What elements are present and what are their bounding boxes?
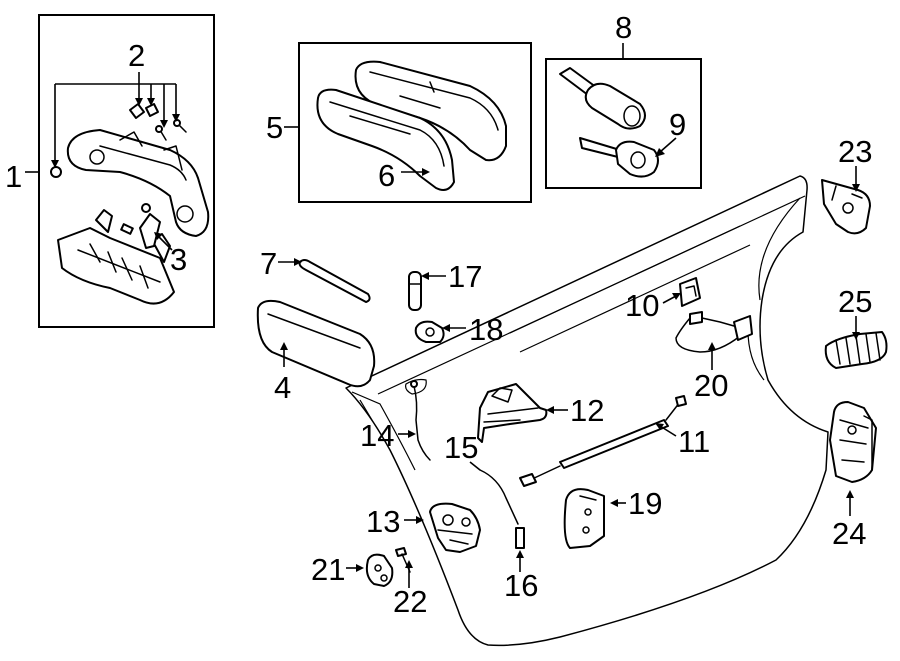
callout-7: 7: [260, 246, 277, 281]
callout-19: 19: [628, 486, 662, 521]
bolt: [395, 547, 411, 573]
callout-6: 6: [378, 158, 395, 193]
actuator: [477, 383, 548, 443]
callout-22: 22: [393, 584, 427, 619]
callout-13: 13: [366, 504, 400, 539]
callout-3: 3: [170, 242, 187, 277]
screws: [50, 103, 187, 178]
cable: [519, 395, 687, 487]
callout-18: 18: [469, 312, 503, 347]
switch: [679, 277, 701, 307]
handle-trim: [316, 60, 507, 191]
callout-9: 9: [669, 107, 686, 142]
callout-4: 4: [274, 370, 291, 405]
lock-rod: [479, 469, 525, 549]
callout-23: 23: [838, 134, 872, 169]
door-latch: [429, 502, 481, 553]
hinge: [821, 179, 871, 235]
callout-5: 5: [266, 110, 283, 145]
callout-14: 14: [360, 418, 394, 453]
striker-plate: [365, 553, 394, 587]
callout-8: 8: [615, 10, 632, 45]
callout-15: 15: [444, 430, 478, 465]
wire-boot: [824, 331, 888, 369]
door-panel: [345, 175, 829, 647]
outside-handle: [66, 129, 210, 237]
grommet: [414, 320, 445, 343]
key: [579, 137, 659, 178]
rod: [298, 259, 371, 303]
handle-assembly-box: [38, 14, 215, 328]
callout-21: 21: [311, 552, 345, 587]
bracket: [563, 488, 605, 549]
callout-20: 20: [694, 368, 728, 403]
callout-11: 11: [678, 424, 710, 459]
pin: [408, 271, 422, 311]
handle-clip: [120, 203, 161, 249]
callout-12: 12: [570, 393, 604, 428]
pull-handle: [256, 299, 376, 388]
callout-24: 24: [832, 516, 866, 551]
callout-16: 16: [504, 568, 538, 603]
callout-10: 10: [625, 288, 659, 323]
link-rod: [410, 380, 431, 461]
lock-cylinder: [559, 67, 646, 130]
handle-trim-box: [298, 42, 532, 203]
wire-harness: [675, 311, 753, 353]
callout-17: 17: [448, 259, 482, 294]
callout-1: 1: [5, 159, 22, 194]
callout-2: 2: [128, 38, 145, 73]
handle-base: [57, 209, 175, 305]
latch-assembly: [829, 401, 877, 483]
callout-25: 25: [838, 284, 872, 319]
